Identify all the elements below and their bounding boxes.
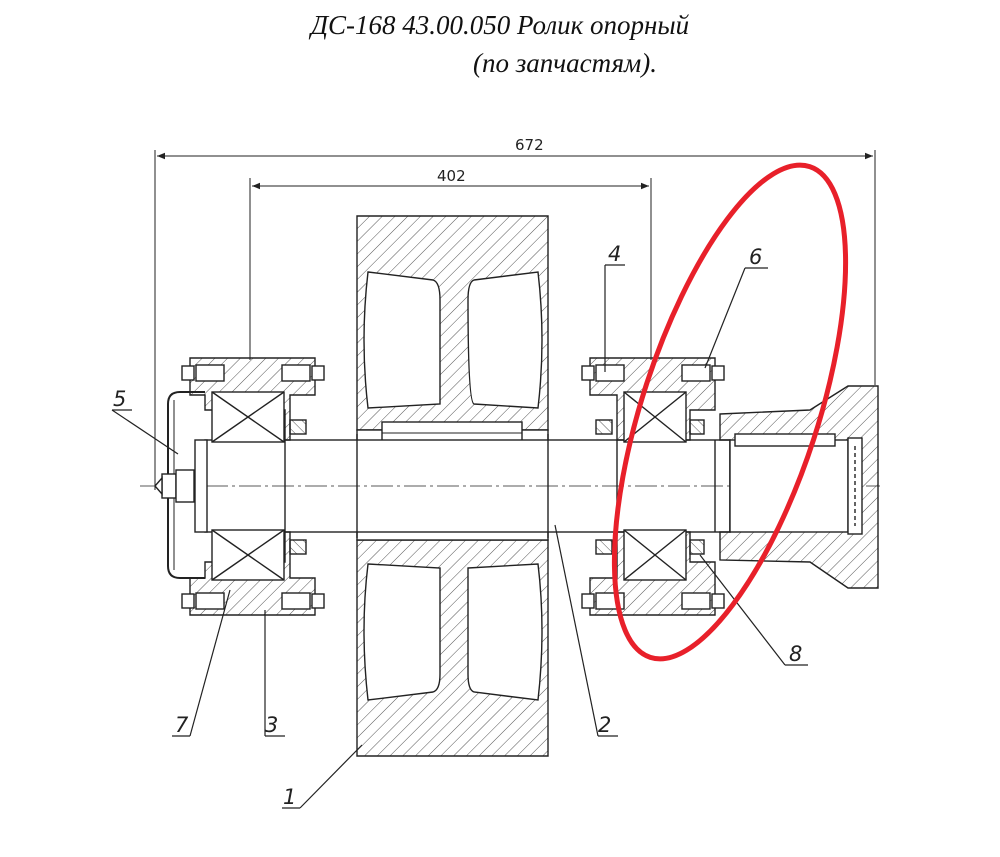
callout-1: 1 xyxy=(283,785,296,809)
callout-3: 3 xyxy=(265,713,278,737)
callout-6: 6 xyxy=(749,245,762,269)
left-bearing-housing xyxy=(181,357,325,616)
callout-4: 4 xyxy=(608,242,621,266)
leader-lines xyxy=(111,264,808,809)
dimension-402 xyxy=(249,178,652,360)
drawing-title: ДС-168 43.00.050 Ролик опорный xyxy=(310,10,690,40)
callout-2: 2 xyxy=(598,713,611,737)
callout-8: 8 xyxy=(789,642,802,666)
dimension-672-label: 672 xyxy=(515,136,544,154)
dimension-672 xyxy=(154,150,876,490)
highlight-ellipse xyxy=(611,162,849,662)
right-bearing-housing xyxy=(581,357,725,616)
end-cover xyxy=(154,391,208,579)
shaft xyxy=(140,434,880,538)
callout-5: 5 xyxy=(113,387,126,411)
drawing-subtitle: (по запчастям). xyxy=(473,48,657,78)
callout-7: 7 xyxy=(175,713,189,737)
dimension-402-label: 402 xyxy=(437,167,466,185)
